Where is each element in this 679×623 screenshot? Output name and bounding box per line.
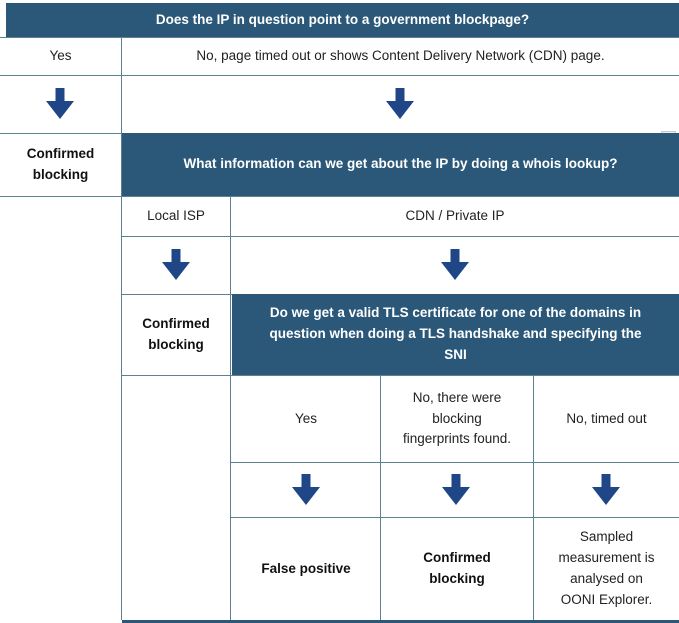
outcome-sampled-measurement: Sampled measurement is analysed on OONI … bbox=[558, 529, 655, 607]
table-border bbox=[0, 196, 679, 197]
down-arrow-icon bbox=[441, 474, 471, 505]
table-border bbox=[121, 37, 122, 620]
table-border bbox=[122, 294, 232, 295]
down-arrow-icon bbox=[385, 88, 415, 119]
down-arrow-icon bbox=[591, 474, 621, 505]
answer-yes-blockpage: Yes bbox=[49, 48, 72, 64]
down-arrow-icon bbox=[440, 249, 470, 280]
table-border bbox=[231, 462, 679, 463]
table-border bbox=[380, 375, 381, 620]
outcome-false-positive: False positive bbox=[261, 560, 351, 576]
table-bottom-edge bbox=[122, 620, 679, 623]
down-arrow-icon bbox=[161, 249, 191, 280]
answer-tls-timeout: No, timed out bbox=[566, 410, 647, 426]
question-gov-blockpage-header: Does the IP in question point to a gover… bbox=[6, 3, 679, 37]
answer-local-isp: Local ISP bbox=[147, 208, 205, 224]
table-border bbox=[122, 236, 679, 237]
question-whois-header: What information can we get about the IP… bbox=[122, 133, 679, 196]
outcome-confirmed-blocking-2: Confirmed blocking bbox=[142, 316, 210, 352]
question-tls-header: Do we get a valid TLS certificate for on… bbox=[232, 294, 679, 375]
outcome-confirmed-blocking-3: Confirmed blocking bbox=[423, 550, 491, 586]
table-border bbox=[0, 133, 122, 134]
table-border bbox=[533, 375, 534, 620]
table-border bbox=[122, 375, 679, 376]
table-border bbox=[230, 196, 231, 620]
answer-cdn-private-ip: CDN / Private IP bbox=[405, 208, 505, 224]
down-arrow-icon bbox=[45, 88, 75, 119]
table-border bbox=[0, 75, 679, 76]
answer-tls-yes: Yes bbox=[294, 410, 318, 426]
outcome-confirmed-blocking-1: Confirmed blocking bbox=[26, 146, 95, 182]
table-border bbox=[231, 517, 679, 518]
table-border bbox=[0, 37, 679, 38]
down-arrow-icon bbox=[291, 474, 321, 505]
answer-no-blockpage: No, page timed out or shows Content Deli… bbox=[196, 48, 605, 64]
answer-tls-fingerprints: No, there were blocking fingerprints fou… bbox=[402, 389, 512, 447]
